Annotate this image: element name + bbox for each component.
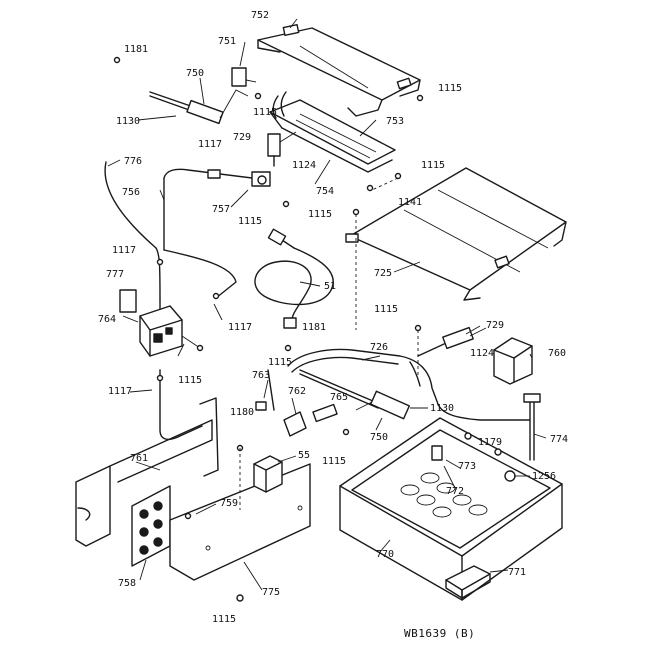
part-725-lower-shield xyxy=(345,167,567,301)
label-729: 729 xyxy=(486,320,504,331)
label-1117: 1117 xyxy=(112,245,136,256)
label-763: 763 xyxy=(252,370,270,381)
label-729: 729 xyxy=(233,132,251,143)
label-756: 756 xyxy=(122,187,140,198)
part-750-upper-igniter xyxy=(149,67,257,125)
leader-lines xyxy=(107,18,547,591)
label-1115: 1115 xyxy=(268,357,292,368)
label-1115: 1115 xyxy=(438,83,462,94)
label-51: 51 xyxy=(324,281,336,292)
drawing-id-caption: WB1639 (B) xyxy=(404,627,475,640)
label-1181: 1181 xyxy=(302,322,326,333)
label-764: 764 xyxy=(98,314,116,325)
label-765: 765 xyxy=(330,392,348,403)
label-55: 55 xyxy=(298,450,310,461)
part-770-burner-box xyxy=(339,417,563,601)
part-51-cord xyxy=(254,228,334,329)
label-754: 754 xyxy=(316,186,334,197)
label-1115: 1115 xyxy=(238,216,262,227)
label-750: 750 xyxy=(186,68,204,79)
label-726: 726 xyxy=(370,342,388,353)
label-1130: 1130 xyxy=(116,116,140,127)
label-752: 752 xyxy=(251,10,269,21)
label-1115: 1115 xyxy=(308,209,332,220)
part-55-switch xyxy=(253,455,283,493)
callout-labels: 752 1181 751 750 1115 1130 1115 729 753 … xyxy=(98,10,568,625)
fasteners xyxy=(113,56,424,602)
part-762-bracket xyxy=(283,411,307,437)
label-773: 773 xyxy=(458,461,476,472)
part-760-cover xyxy=(493,337,533,385)
part-763-fitting xyxy=(255,369,275,411)
label-1115: 1115 xyxy=(421,160,445,171)
assembly-lines xyxy=(239,177,419,510)
label-1124: 1124 xyxy=(470,348,494,359)
part-775-front-panel xyxy=(169,463,311,581)
label-750: 750 xyxy=(370,432,388,443)
part-756-gas-tube xyxy=(104,161,271,441)
label-777: 777 xyxy=(106,269,124,280)
part-752-shield xyxy=(257,23,421,117)
label-1256: 1256 xyxy=(532,471,556,482)
label-770: 770 xyxy=(376,549,394,560)
label-1115: 1115 xyxy=(178,375,202,386)
label-776: 776 xyxy=(124,156,142,167)
part-771-block xyxy=(445,565,491,599)
label-761: 761 xyxy=(130,453,148,464)
label-774: 774 xyxy=(550,434,568,445)
label-757: 757 xyxy=(212,204,230,215)
label-1115: 1115 xyxy=(212,614,236,625)
part-774-rod xyxy=(523,393,541,461)
label-1117: 1117 xyxy=(198,139,222,150)
label-1117: 1117 xyxy=(108,386,132,397)
label-1117: 1117 xyxy=(228,322,252,333)
part-761-bracket xyxy=(75,397,219,547)
label-1115: 1115 xyxy=(374,304,398,315)
label-760: 760 xyxy=(548,348,566,359)
label-758: 758 xyxy=(118,578,136,589)
label-1179: 1179 xyxy=(478,437,502,448)
label-762: 762 xyxy=(288,386,306,397)
label-775: 775 xyxy=(262,587,280,598)
label-1180: 1180 xyxy=(230,407,254,418)
part-729-lower-electrode xyxy=(417,326,487,357)
part-729-upper-electrode xyxy=(267,131,297,167)
label-725: 725 xyxy=(374,268,392,279)
label-1181: 1181 xyxy=(124,44,148,55)
part-726-manifold-tube xyxy=(287,348,531,421)
label-753: 753 xyxy=(386,116,404,127)
label-759: 759 xyxy=(220,498,238,509)
part-750-lower-igniter xyxy=(299,369,410,423)
part-758-control-panel xyxy=(131,485,171,567)
label-1130: 1130 xyxy=(430,403,454,414)
label-751: 751 xyxy=(218,36,236,47)
label-1141: 1141 xyxy=(398,197,422,208)
label-1115: 1115 xyxy=(253,107,277,118)
part-764-valve xyxy=(119,289,201,357)
label-771: 771 xyxy=(508,567,526,578)
label-1115: 1115 xyxy=(322,456,346,467)
label-772: 772 xyxy=(446,486,464,497)
label-1124: 1124 xyxy=(292,160,316,171)
part-753-burner-channel xyxy=(269,91,396,173)
